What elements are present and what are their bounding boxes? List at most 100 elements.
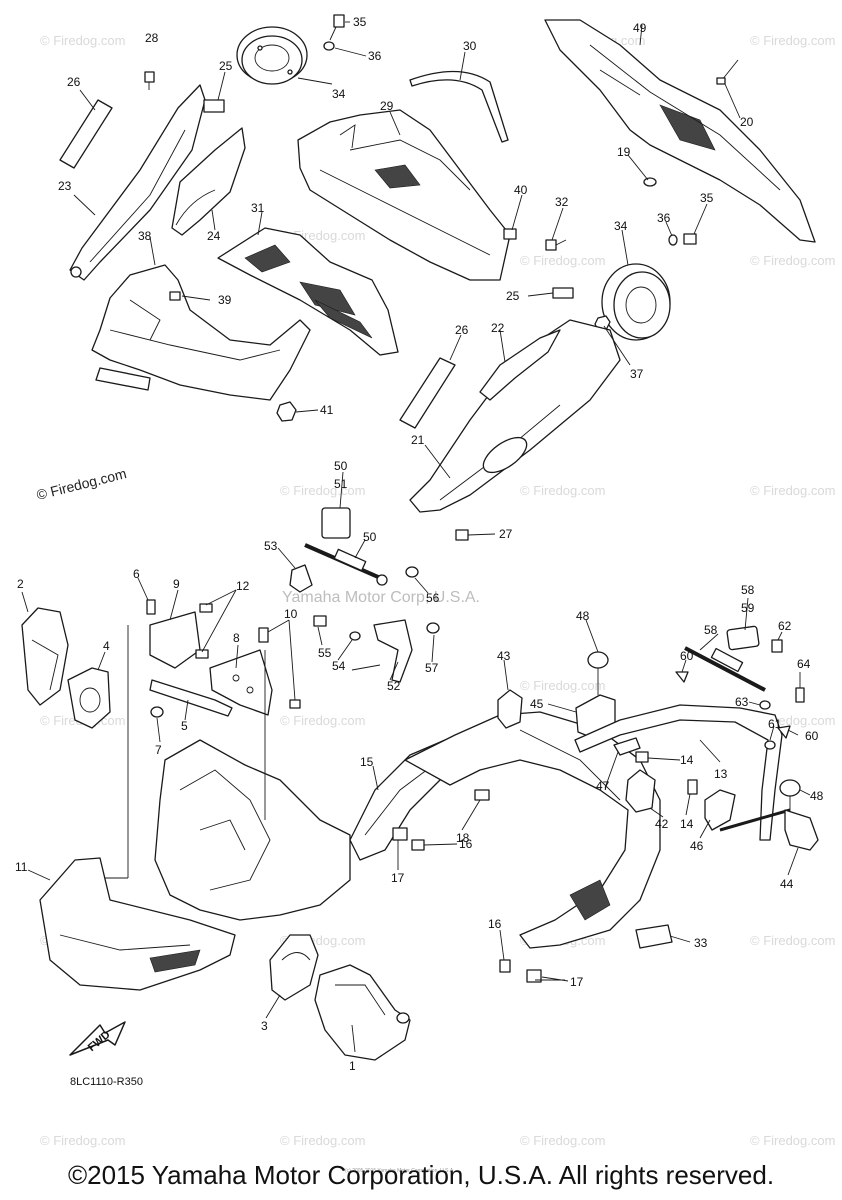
part-44-stay — [784, 809, 819, 851]
callout-28: 28 — [145, 31, 159, 45]
part-7-nut — [150, 706, 164, 718]
watermark: © Firedog.com — [520, 678, 605, 693]
watermark: © Firedog.com — [520, 1133, 605, 1148]
part-58-damper — [684, 646, 766, 692]
callout-58b: 58 — [704, 623, 718, 637]
callout-15: 15 — [360, 755, 374, 769]
callout-16b: 16 — [488, 917, 502, 931]
callout-51: 51 — [334, 477, 348, 491]
callout-32: 32 — [555, 195, 569, 209]
part-5-stay-rod — [149, 679, 233, 717]
part-64-bolt — [795, 687, 805, 703]
callout-14: 14 — [680, 753, 694, 767]
part-56-nut — [405, 566, 419, 578]
part-3-clamp — [269, 934, 319, 1001]
callout-22: 22 — [491, 321, 505, 335]
part-25-clip-right — [552, 287, 574, 299]
watermark: © Firedog.com — [40, 33, 125, 48]
callout-55: 55 — [318, 646, 332, 660]
part-49-upper-panel — [544, 19, 816, 243]
watermark: © Firedog.com — [40, 1133, 125, 1148]
watermark: © Firedog.com — [750, 1133, 835, 1148]
callout-45: 45 — [530, 697, 544, 711]
callout-36b: 36 — [657, 211, 671, 225]
callout-12: 12 — [236, 579, 250, 593]
part-25-clip — [203, 99, 225, 113]
part-24-cover-panel — [171, 127, 246, 236]
callout-61: 61 — [768, 717, 782, 731]
callout-63: 63 — [735, 695, 749, 709]
copyright-footer: ©2015 Yamaha Motor Corporation, U.S.A. A… — [67, 1160, 775, 1190]
part-4-gasket — [67, 667, 111, 729]
part-41-nut — [276, 401, 297, 422]
watermark: © Firedog.com — [520, 253, 605, 268]
callout-54: 54 — [332, 659, 346, 673]
part-60-clips — [675, 671, 791, 739]
callout-57: 57 — [425, 661, 439, 675]
part-59-sleeve — [726, 625, 760, 651]
center-watermark: Yamaha Motor Corp, U.S.A. — [282, 589, 480, 606]
part-8-mount-plate — [209, 649, 273, 716]
callout-49: 49 — [633, 21, 647, 35]
callout-48b: 48 — [810, 789, 824, 803]
part-14-bolts — [635, 751, 698, 795]
callout-60: 60 — [680, 649, 694, 663]
part-39-bolt — [169, 291, 181, 301]
watermark: © Firedog.com — [750, 933, 835, 948]
callout-21: 21 — [411, 433, 425, 447]
part-17-clip-lower — [526, 969, 542, 983]
callout-8: 8 — [233, 631, 240, 645]
watermark: © Firedog.com — [520, 483, 605, 498]
part-57-nut — [426, 622, 440, 634]
part-36-washer — [323, 41, 335, 51]
part-47-bracket — [613, 737, 641, 756]
part-40-bolt — [503, 228, 517, 240]
callout-29: 29 — [380, 99, 394, 113]
callout-39: 39 — [218, 293, 232, 307]
callout-47: 47 — [596, 779, 610, 793]
part-9-bracket-plate — [149, 611, 201, 669]
part-35-bolt — [329, 14, 345, 41]
callout-6: 6 — [133, 567, 140, 581]
part-19-clip — [643, 177, 657, 187]
callout-53: 53 — [264, 539, 278, 553]
callout-26: 26 — [67, 75, 81, 89]
callout-17: 17 — [391, 871, 405, 885]
callout-38: 38 — [138, 229, 152, 243]
part-54-washer — [349, 631, 381, 671]
part-28-screw — [144, 71, 155, 90]
watermark: © Firedog.com — [280, 713, 365, 728]
part-55-bolt — [313, 615, 327, 627]
part-2-left-panel — [21, 607, 69, 706]
part-52-bracket — [373, 619, 413, 683]
callout-3: 3 — [261, 1019, 268, 1033]
part-32-pin — [545, 239, 567, 251]
callout-11: 11 — [15, 860, 28, 874]
part-62-bolt — [771, 639, 783, 653]
callout-14b: 14 — [680, 817, 694, 831]
callout-43: 43 — [497, 649, 511, 663]
part-34-grommet-ring-right — [601, 263, 671, 341]
part-48-grommet-top — [587, 651, 609, 695]
part-29-center-cover — [297, 109, 511, 281]
part-34-grommet-ring — [236, 26, 308, 85]
callout-50b: 50 — [363, 530, 377, 544]
callout-1: 1 — [349, 1059, 356, 1073]
callout-25b: 25 — [506, 289, 520, 303]
part-27-bolt — [455, 529, 469, 541]
part-53-bracket — [289, 564, 313, 593]
part-43-damper-rubber — [497, 689, 523, 729]
part-31-mesh-bracket — [217, 227, 399, 356]
part-6-bolt — [146, 599, 156, 615]
part-18-clip — [474, 789, 490, 801]
part-22-inner-panel — [479, 329, 561, 401]
part-12-bolts — [195, 603, 213, 659]
part-16-bolt-lower — [499, 959, 511, 973]
callout-20: 20 — [740, 115, 754, 129]
part-51-sleeve — [321, 507, 351, 539]
callout-48: 48 — [576, 609, 590, 623]
callout-33: 33 — [694, 936, 708, 950]
callout-27: 27 — [499, 527, 513, 541]
callout-9: 9 — [173, 577, 180, 591]
